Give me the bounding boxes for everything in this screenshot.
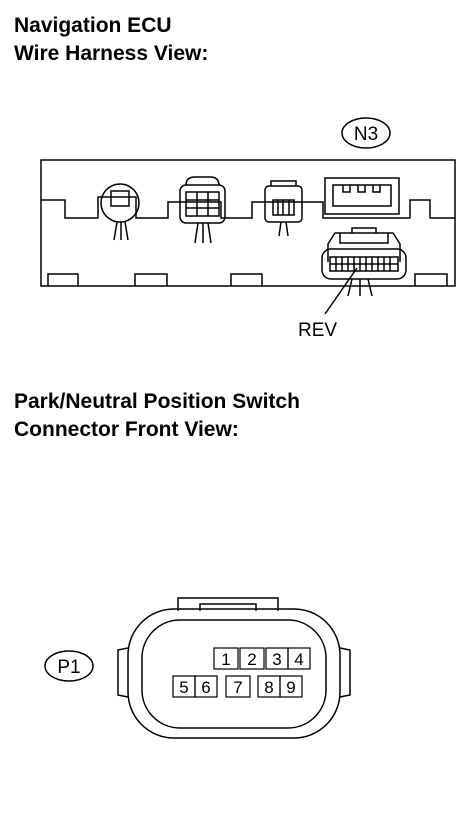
n3-usb-connector-icon [324,177,400,215]
rev-pointer-line [324,267,358,315]
connector-latch [177,597,279,611]
p1-label: P1 [57,657,80,678]
pin-cell-4 [287,647,311,670]
pin-cell-7 [225,675,251,698]
pin-cell-1 [213,647,239,670]
connector-housing [127,608,341,739]
title-line-2: Connector Front View: [14,418,239,441]
pin-6-label: 6 [201,678,210,697]
pin-cell-6 [194,675,218,698]
title-line-2: Wire Harness View: [14,42,209,65]
pnp-switch-title: Park/Neutral Position Switch Connector F… [14,388,300,444]
rev-connector-icon [321,227,407,297]
connector-face [141,619,327,729]
rev-label: REV [298,320,337,341]
pin-row-top [213,647,311,670]
right-ear [339,647,351,698]
pin-cell-2 [239,647,265,670]
pin-3-label: 3 [272,650,281,669]
connector-small-icon [264,180,303,237]
pin-9-label: 9 [286,678,295,697]
harness-edge-line [41,196,455,219]
pin-7-label: 7 [233,678,242,697]
pin-1-label: 1 [221,650,230,669]
navigation-ecu-title: Navigation ECU Wire Harness View: [14,12,208,68]
title-line-1: Park/Neutral Position Switch [14,390,300,413]
pin-4-label: 4 [294,650,303,669]
pin-cell-9 [279,675,303,698]
ecu-board-outline [40,159,456,287]
ecu-harness-view: N3 [40,117,456,341]
n3-callout: N3 [341,117,391,149]
p1-callout: P1 [44,650,94,682]
pin-8-label: 8 [264,678,273,697]
bottom-tabs [47,273,448,286]
pin-5-label: 5 [179,678,188,697]
pin-row-bottom [172,675,303,698]
pnp-connector-view: P1 1 2 3 4 [44,597,351,739]
left-ear [117,647,129,698]
n3-label: N3 [354,124,378,145]
title-line-1: Navigation ECU [14,14,172,37]
pin-2-label: 2 [247,650,256,669]
connector-multipin-icon [179,176,226,244]
connector-latch-inner [199,603,257,611]
connector-round-icon [100,183,140,241]
